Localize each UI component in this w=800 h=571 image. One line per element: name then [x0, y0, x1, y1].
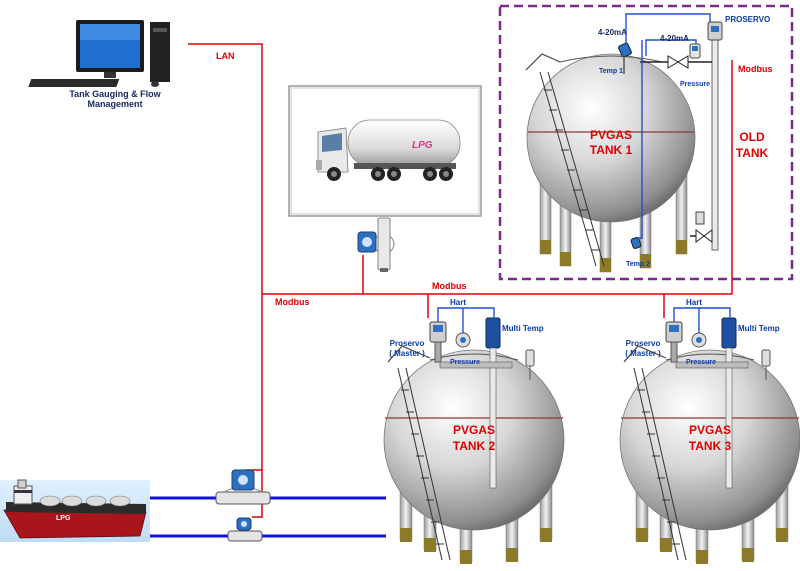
tank3-name-line1: PVGAS — [689, 423, 731, 437]
lan-line — [188, 43, 263, 518]
tank2-proservo-label-line1: Proservo — [390, 339, 425, 348]
ship-logo: LPG — [56, 515, 71, 522]
keyboard — [28, 79, 120, 87]
lpg-ship: LPG — [0, 479, 150, 542]
tank1-temp1-label: Temp 1 — [599, 68, 623, 75]
coriolis-flowmeter-upper — [215, 469, 271, 505]
tank1-temp2-label: Temp 2 — [626, 261, 650, 268]
tank1-signal-label-2: 4-20mA — [660, 34, 689, 43]
tank2-name-line1: PVGAS — [453, 423, 495, 437]
tank2-name-line2: TANK 2 — [453, 439, 496, 453]
tank2-pressure-label: Pressure — [450, 359, 480, 366]
tank2-hart-label: Hart — [450, 298, 466, 307]
tank3-multitemp-icon — [721, 317, 737, 349]
tank1-still-pipe — [711, 39, 719, 251]
tank2-staircase — [397, 367, 451, 561]
tank2-multitemp-label: Multi Temp — [502, 324, 544, 333]
old-tank-boundary — [498, 4, 794, 281]
truck-tank — [347, 119, 461, 167]
tank1-name-line2: TANK 1 — [590, 143, 633, 157]
pc-tower — [150, 22, 170, 82]
tank3-pressure-label: Pressure — [686, 359, 716, 366]
ship-bridge — [13, 485, 33, 505]
signal-network — [188, 43, 733, 518]
tank2-hart-wiring — [437, 307, 495, 333]
lan-label: LAN — [216, 51, 235, 61]
tank3-sphere — [619, 349, 800, 531]
old-tank-label-line1: OLD — [739, 130, 765, 144]
truck-logo: LPG — [412, 140, 433, 151]
tank2-sphere-assembly — [383, 307, 565, 564]
tank1-proservo-label: PROSERVO — [725, 15, 770, 24]
pc-caption-line1: Tank Gauging & Flow — [69, 89, 161, 99]
tank1-name-line1: PVGAS — [590, 128, 632, 142]
tank3-proservo-label-line2: ( Master ) — [625, 349, 661, 358]
tank1-signal-label-1: 4-20mA — [598, 28, 627, 37]
modbus-label-top: Modbus — [432, 281, 467, 291]
coriolis-flowmeter-lower — [227, 517, 263, 542]
tank1-staircase — [539, 71, 605, 267]
tank1-pressure-label: Pressure — [680, 81, 710, 88]
mouse — [151, 81, 159, 87]
tank3-staircase — [633, 367, 687, 561]
ship-hull — [3, 509, 147, 539]
computer-workstation — [28, 20, 170, 87]
tank3-hart-label: Hart — [686, 298, 702, 307]
truck-panel: LPG — [288, 85, 482, 217]
tank3-name-line2: TANK 3 — [689, 439, 732, 453]
tank3-level-probe — [761, 349, 771, 380]
tank1-valve-bottom — [695, 229, 713, 243]
modbus-label-old: Modbus — [738, 64, 773, 74]
tank2-multitemp-icon — [485, 317, 501, 349]
pc-caption-line2: Management — [87, 99, 142, 109]
tank1-valve-top — [667, 55, 689, 69]
tank1-sphere-assembly — [525, 13, 723, 273]
tank1-sphere — [526, 53, 696, 223]
coriolis-flowmeter-truck — [357, 217, 395, 272]
tank2-level-probe — [525, 349, 535, 380]
tank1-temp2-sensor — [630, 236, 642, 250]
old-tank-label-line2: TANK — [736, 146, 769, 160]
tank1-4-20ma-wiring — [625, 13, 711, 239]
tank3-proservo-label-line1: Proservo — [626, 339, 661, 348]
tank2-sphere — [383, 349, 565, 531]
tank1-temp1-sensor — [618, 42, 632, 58]
tank3-multitemp-label: Multi Temp — [738, 324, 780, 333]
modbus-label-left: Modbus — [275, 297, 310, 307]
tank3-hart-wiring — [673, 307, 731, 333]
tank2-proservo-label-line2: ( Master ) — [389, 349, 425, 358]
tank3-sphere-assembly — [619, 307, 800, 564]
